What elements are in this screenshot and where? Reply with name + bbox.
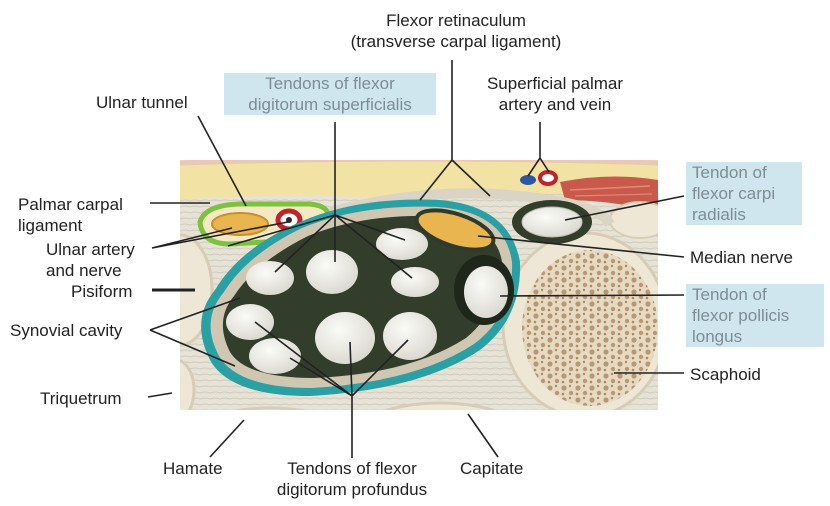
- superficial-palmar-artery: [540, 172, 556, 184]
- label-median-nerve: Median nerve: [690, 247, 793, 268]
- label-hamate: Hamate: [163, 458, 223, 479]
- label-ulnar-tunnel: Ulnar tunnel: [96, 92, 188, 113]
- fdp-tendon: [249, 338, 301, 374]
- fds-tendon: [246, 261, 294, 295]
- fdp-tendon: [315, 312, 375, 364]
- label-fcr-tendon: Tendon of flexor carpi radialis: [686, 162, 802, 225]
- label-palmar-carpal-ligament: Palmar carpal ligament: [18, 194, 123, 236]
- label-capitate: Capitate: [460, 458, 523, 479]
- superficial-palmar-vein: [520, 175, 536, 185]
- label-triquetrum: Triquetrum: [40, 388, 122, 409]
- triquetrum-bone: [158, 360, 194, 420]
- fpl-tendon: [464, 266, 508, 318]
- fcr-tendon: [522, 207, 582, 237]
- label-synovial-cavity: Synovial cavity: [10, 320, 122, 341]
- fds-tendon: [306, 250, 358, 294]
- label-fpl-tendon: Tendon of flexor pollicis longus: [686, 284, 824, 347]
- label-ulnar-artery-nerve: Ulnar artery and nerve: [46, 239, 135, 281]
- label-fdp-tendons: Tendons of flexor digitorum profundus: [252, 458, 452, 500]
- fdp-tendon: [226, 304, 274, 340]
- label-pisiform: Pisiform: [71, 281, 132, 302]
- label-flexor-retinaculum: Flexor retinaculum (transverse carpal li…: [326, 10, 586, 52]
- label-superficial-palmar-artery-vein: Superficial palmar artery and vein: [468, 73, 642, 115]
- fds-tendon: [391, 267, 439, 297]
- label-fds-tendons: Tendons of flexor digitorum superficiali…: [224, 73, 436, 115]
- label-scaphoid: Scaphoid: [690, 364, 761, 385]
- fdp-tendon: [383, 312, 437, 360]
